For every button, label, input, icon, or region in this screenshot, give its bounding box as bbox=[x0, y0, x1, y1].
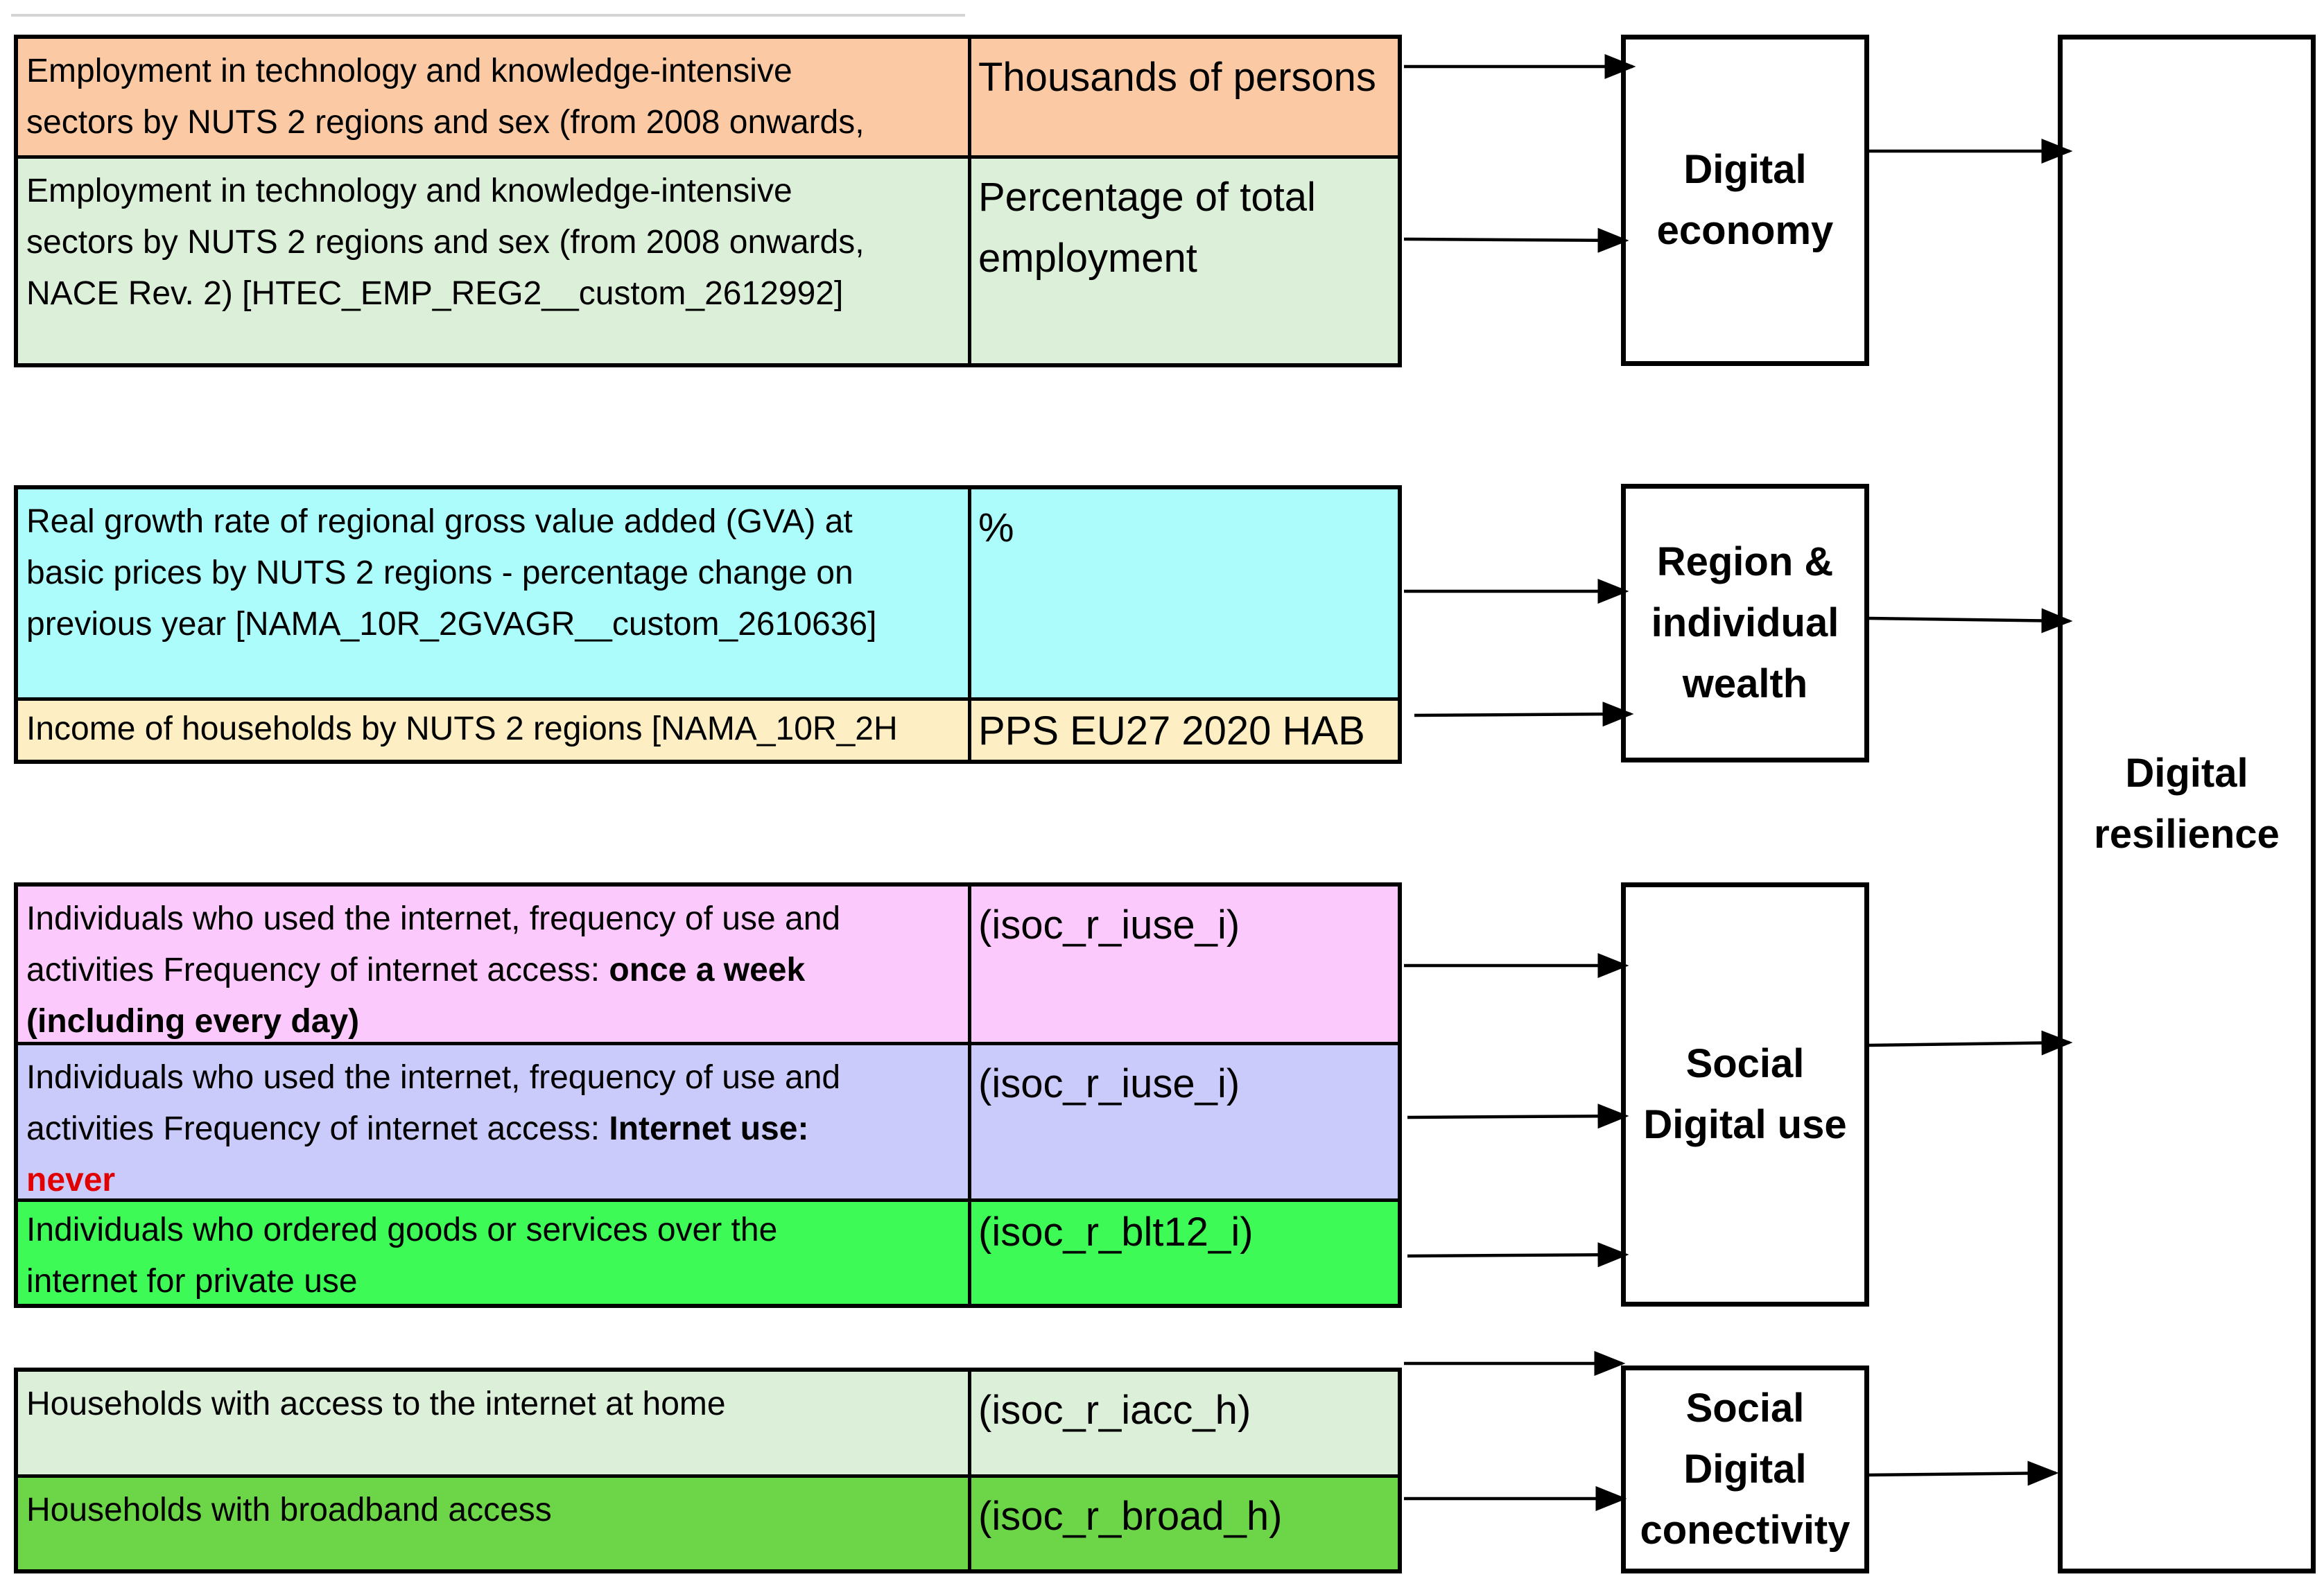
frequency-highlight: (including every day) bbox=[26, 1003, 360, 1040]
table-row: Households with broadband access (isoc_r… bbox=[18, 1474, 1398, 1569]
indicator-description: Income of households by NUTS 2 regions [… bbox=[26, 710, 898, 747]
table-row: Employment in technology and knowledge-i… bbox=[18, 39, 1398, 155]
indicator-description: Households with access to the internet a… bbox=[26, 1386, 726, 1422]
region-wealth-box: Region & individual wealth bbox=[1621, 484, 1869, 762]
connectivity-indicators-table: Households with access to the internet a… bbox=[14, 1368, 1402, 1573]
arrow-use-to-resilience bbox=[1868, 1030, 2073, 1056]
indicator-description: Individuals who ordered goods or service… bbox=[26, 1212, 778, 1300]
arrow-internet-never bbox=[1407, 1103, 1629, 1129]
arrow-employment-percentage bbox=[1403, 227, 1629, 253]
social-digital-use-box: Social Digital use bbox=[1621, 882, 1869, 1307]
arrow-ordered-goods bbox=[1407, 1242, 1629, 1268]
arrow-connectivity-to-resilience bbox=[1864, 1460, 2059, 1486]
indicator-unit: Thousands of persons bbox=[968, 39, 1398, 155]
indicator-unit: % bbox=[968, 489, 1398, 697]
indicator-description: Individuals who used the internet, frequ… bbox=[18, 887, 968, 1042]
indicator-description: Individuals who used the internet, frequ… bbox=[18, 1045, 968, 1198]
indicator-description: Households with broadband access bbox=[26, 1492, 552, 1528]
economy-indicators-table: Employment in technology and knowledge-i… bbox=[14, 35, 1402, 367]
table-row: Households with access to the internet a… bbox=[18, 1372, 1398, 1474]
indicator-unit: (isoc_r_broad_h) bbox=[968, 1478, 1398, 1569]
indicator-unit: (isoc_r_iuse_i) bbox=[968, 1045, 1398, 1198]
arrow-household-income bbox=[1414, 701, 1634, 727]
table-row: Individuals who ordered goods or service… bbox=[18, 1198, 1398, 1304]
arrow-wealth-to-resilience bbox=[1868, 608, 2073, 634]
social-digital-connectivity-box: Social Digital conectivity bbox=[1621, 1366, 1869, 1573]
digital-resilience-box: Digital resilience bbox=[2058, 35, 2316, 1573]
indicator-description: Employment in technology and knowledge-i… bbox=[26, 53, 865, 141]
frequency-highlight: Internet use: bbox=[609, 1110, 809, 1147]
table-row: Individuals who used the internet, frequ… bbox=[18, 887, 1398, 1042]
indicator-unit: Percentage of total employment bbox=[968, 159, 1398, 363]
frequency-highlight: once a week bbox=[609, 952, 806, 988]
social-use-indicators-table: Individuals who used the internet, frequ… bbox=[14, 882, 1402, 1308]
never-highlight: never bbox=[26, 1162, 116, 1198]
wealth-indicators-table: Real growth rate of regional gross value… bbox=[14, 485, 1402, 764]
table-row: Income of households by NUTS 2 regions [… bbox=[18, 697, 1398, 760]
indicator-unit: (isoc_r_blt12_i) bbox=[968, 1202, 1398, 1304]
indicator-description: Real growth rate of regional gross value… bbox=[26, 503, 877, 643]
indicator-unit: (isoc_r_iuse_i) bbox=[968, 887, 1398, 1042]
table-row: Individuals who used the internet, frequ… bbox=[18, 1042, 1398, 1198]
top-divider-line bbox=[11, 14, 965, 17]
table-row: Real growth rate of regional gross value… bbox=[18, 489, 1398, 697]
indicator-unit: PPS EU27 2020 HAB bbox=[968, 701, 1398, 760]
table-row: Employment in technology and knowledge-i… bbox=[18, 155, 1398, 363]
indicator-unit: (isoc_r_iacc_h) bbox=[968, 1372, 1398, 1474]
digital-economy-box: Digital economy bbox=[1621, 35, 1869, 366]
indicator-description: Employment in technology and knowledge-i… bbox=[26, 173, 865, 312]
